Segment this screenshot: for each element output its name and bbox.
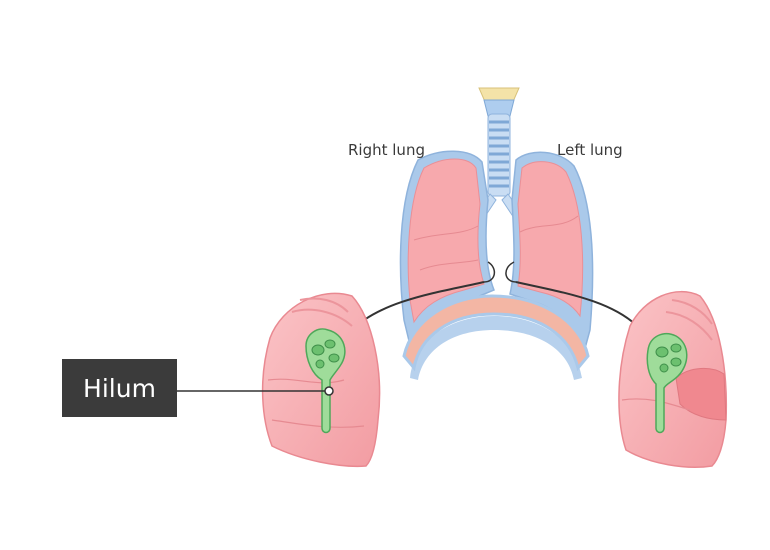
left-lung-medial-view [618,291,728,468]
hilum-pointer-dot [324,386,334,396]
left-hilum-loop [505,261,517,283]
hilum-callout-text: Hilum [83,373,156,403]
cardiac-impression [675,368,727,421]
arrow-to-left-lung [515,281,644,333]
right-lung-label: Right lung [348,141,425,159]
right-lung-medial-view [261,292,381,468]
larynx [478,87,520,117]
left-lung [509,151,594,355]
right-hilum-loop [483,261,496,283]
hilum-callout: Hilum [62,359,177,417]
left-lung-label: Left lung [557,141,623,159]
diaphragm [402,294,590,380]
